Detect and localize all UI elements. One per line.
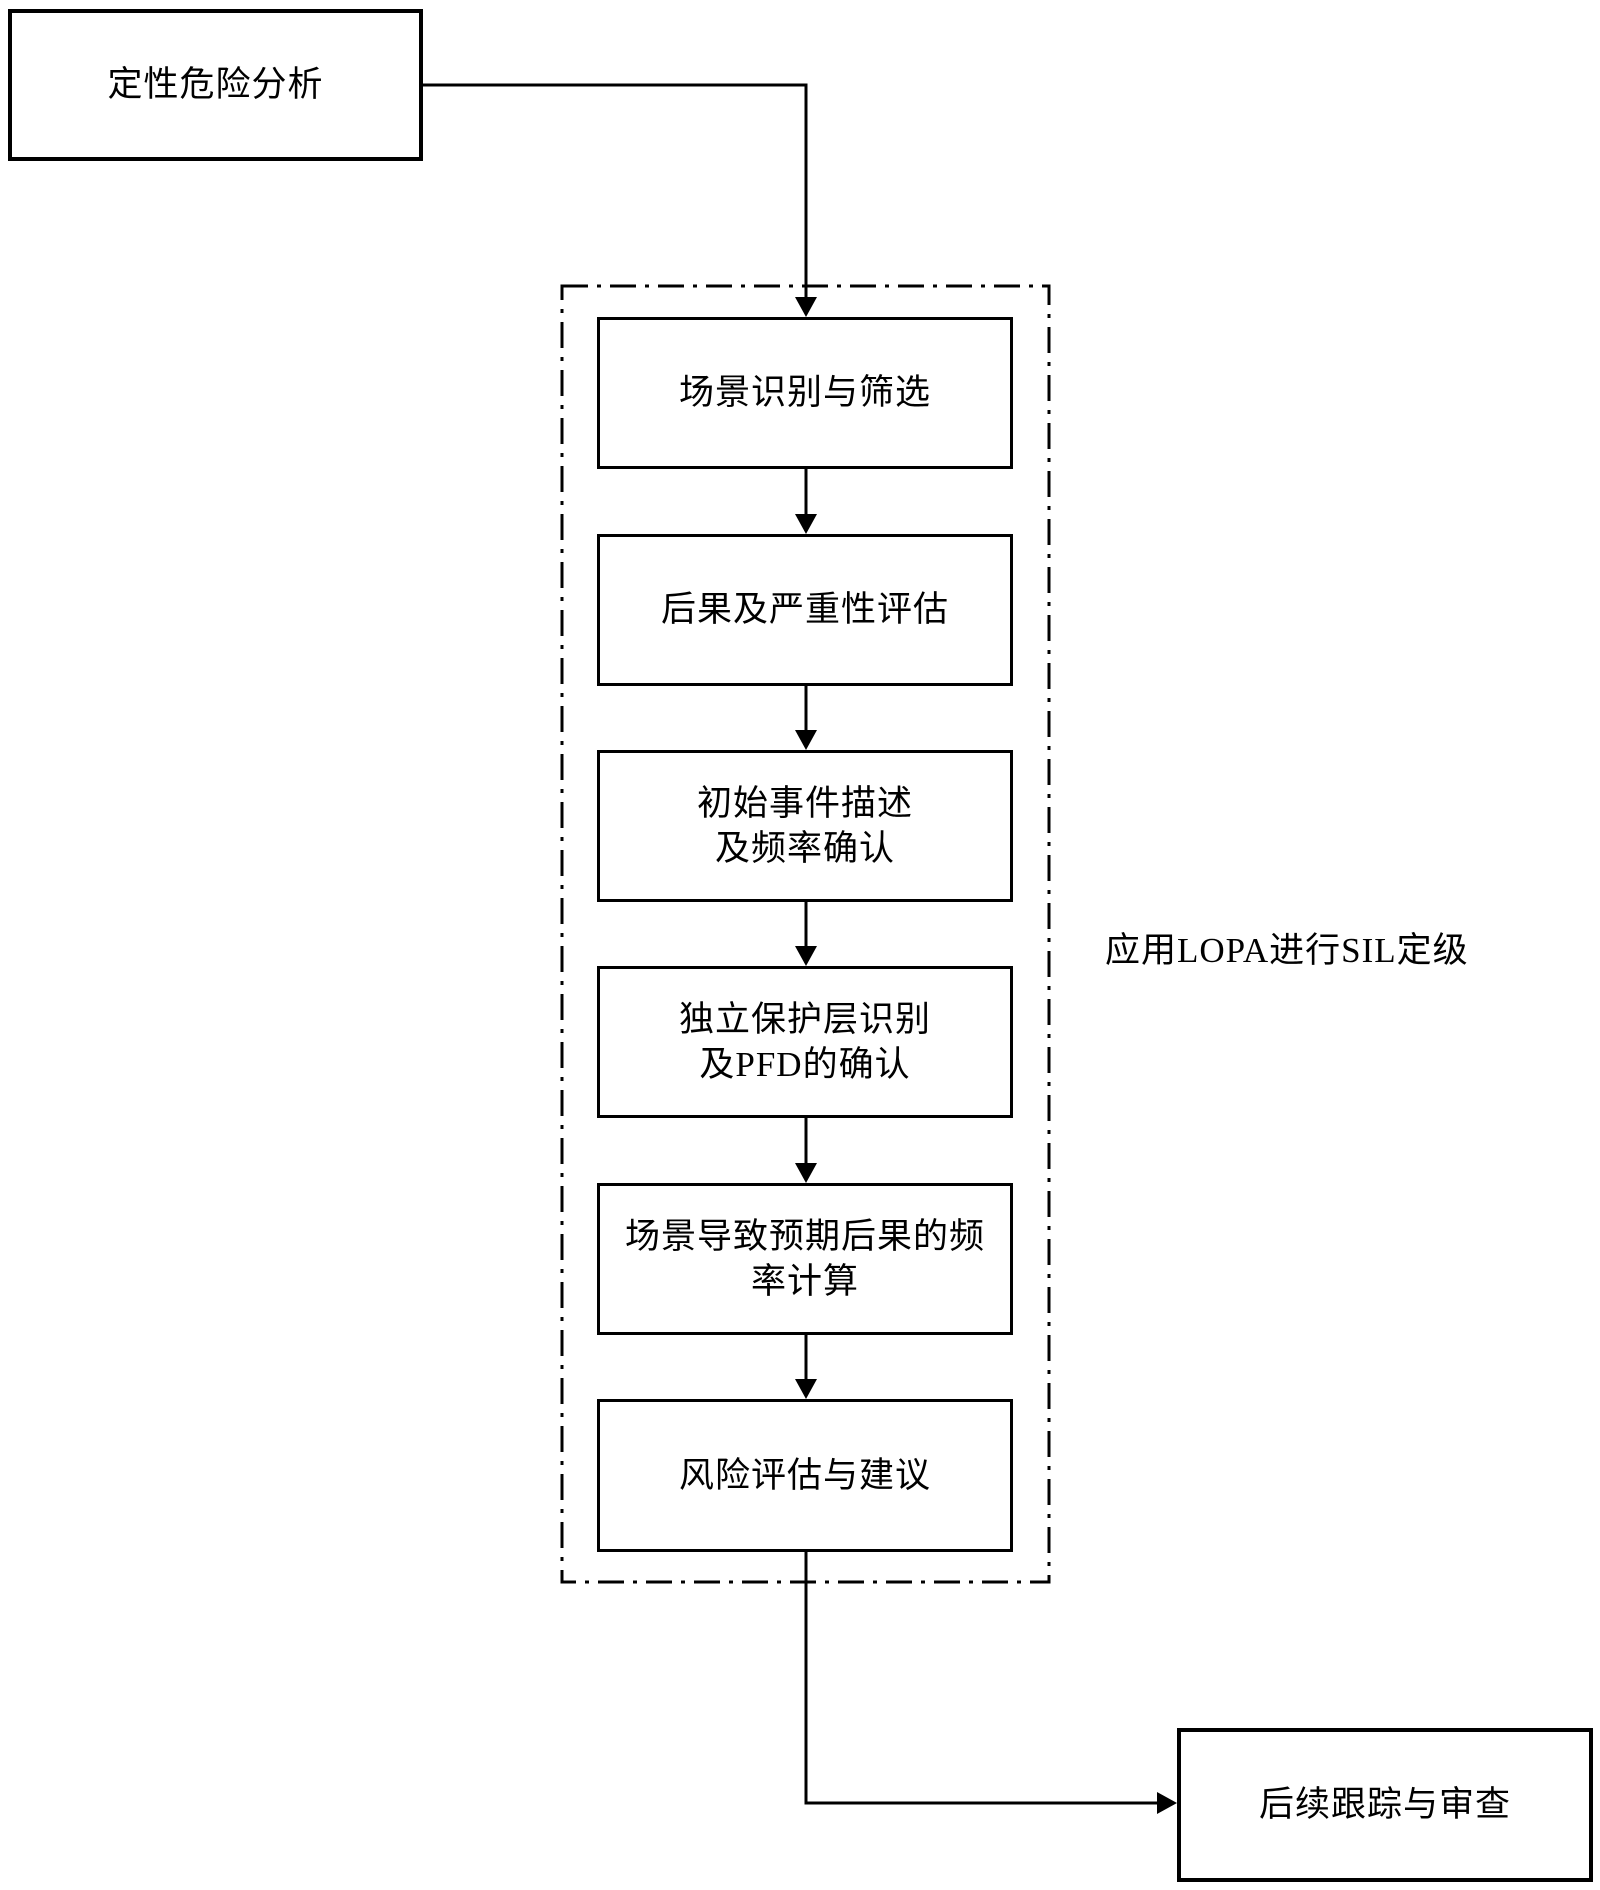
- lopa-sil-group-label: 应用LOPA进行SIL定级: [1105, 931, 1469, 970]
- node-consequence-severity-assessment: 后果及严重性评估: [597, 534, 1013, 686]
- arrowhead-into-step2: [795, 514, 817, 534]
- node-label: 风险评估与建议: [678, 1455, 931, 1495]
- node-scenario-identification: 场景识别与筛选: [597, 317, 1013, 469]
- node-initiating-event-frequency: 初始事件描述 及频率确认: [597, 750, 1013, 902]
- node-label: 定性危险分析: [107, 65, 324, 105]
- arrowhead-into-step4: [795, 946, 817, 966]
- arrowhead-into-step5: [795, 1163, 817, 1183]
- arrowhead-into-followup: [1157, 1792, 1177, 1814]
- arrowhead-into-step1: [795, 297, 817, 317]
- node-label: 场景识别与筛选: [678, 373, 931, 413]
- node-label: 独立保护层识别 及PFD的确认: [678, 999, 931, 1085]
- node-independent-protection-layer-pfd: 独立保护层识别 及PFD的确认: [597, 966, 1013, 1118]
- connector-qualitative-to-step1: [423, 83, 808, 300]
- node-label: 初始事件描述 及频率确认: [696, 783, 913, 869]
- node-scenario-consequence-frequency-calculation: 场景导致预期后果的频 率计算: [597, 1183, 1013, 1335]
- node-label: 场景导致预期后果的频 率计算: [624, 1216, 985, 1302]
- node-label: 后果及严重性评估: [660, 590, 949, 630]
- arrowhead-into-step6: [795, 1379, 817, 1399]
- connector-step6-to-followup: [804, 1552, 1159, 1805]
- node-risk-assessment-recommendations: 风险评估与建议: [597, 1399, 1013, 1552]
- node-followup-tracking-review: 后续跟踪与审查: [1177, 1728, 1593, 1882]
- node-qualitative-hazard-analysis: 定性危险分析: [8, 9, 423, 161]
- node-label: 后续跟踪与审查: [1258, 1785, 1511, 1825]
- arrowhead-into-step3: [795, 730, 817, 750]
